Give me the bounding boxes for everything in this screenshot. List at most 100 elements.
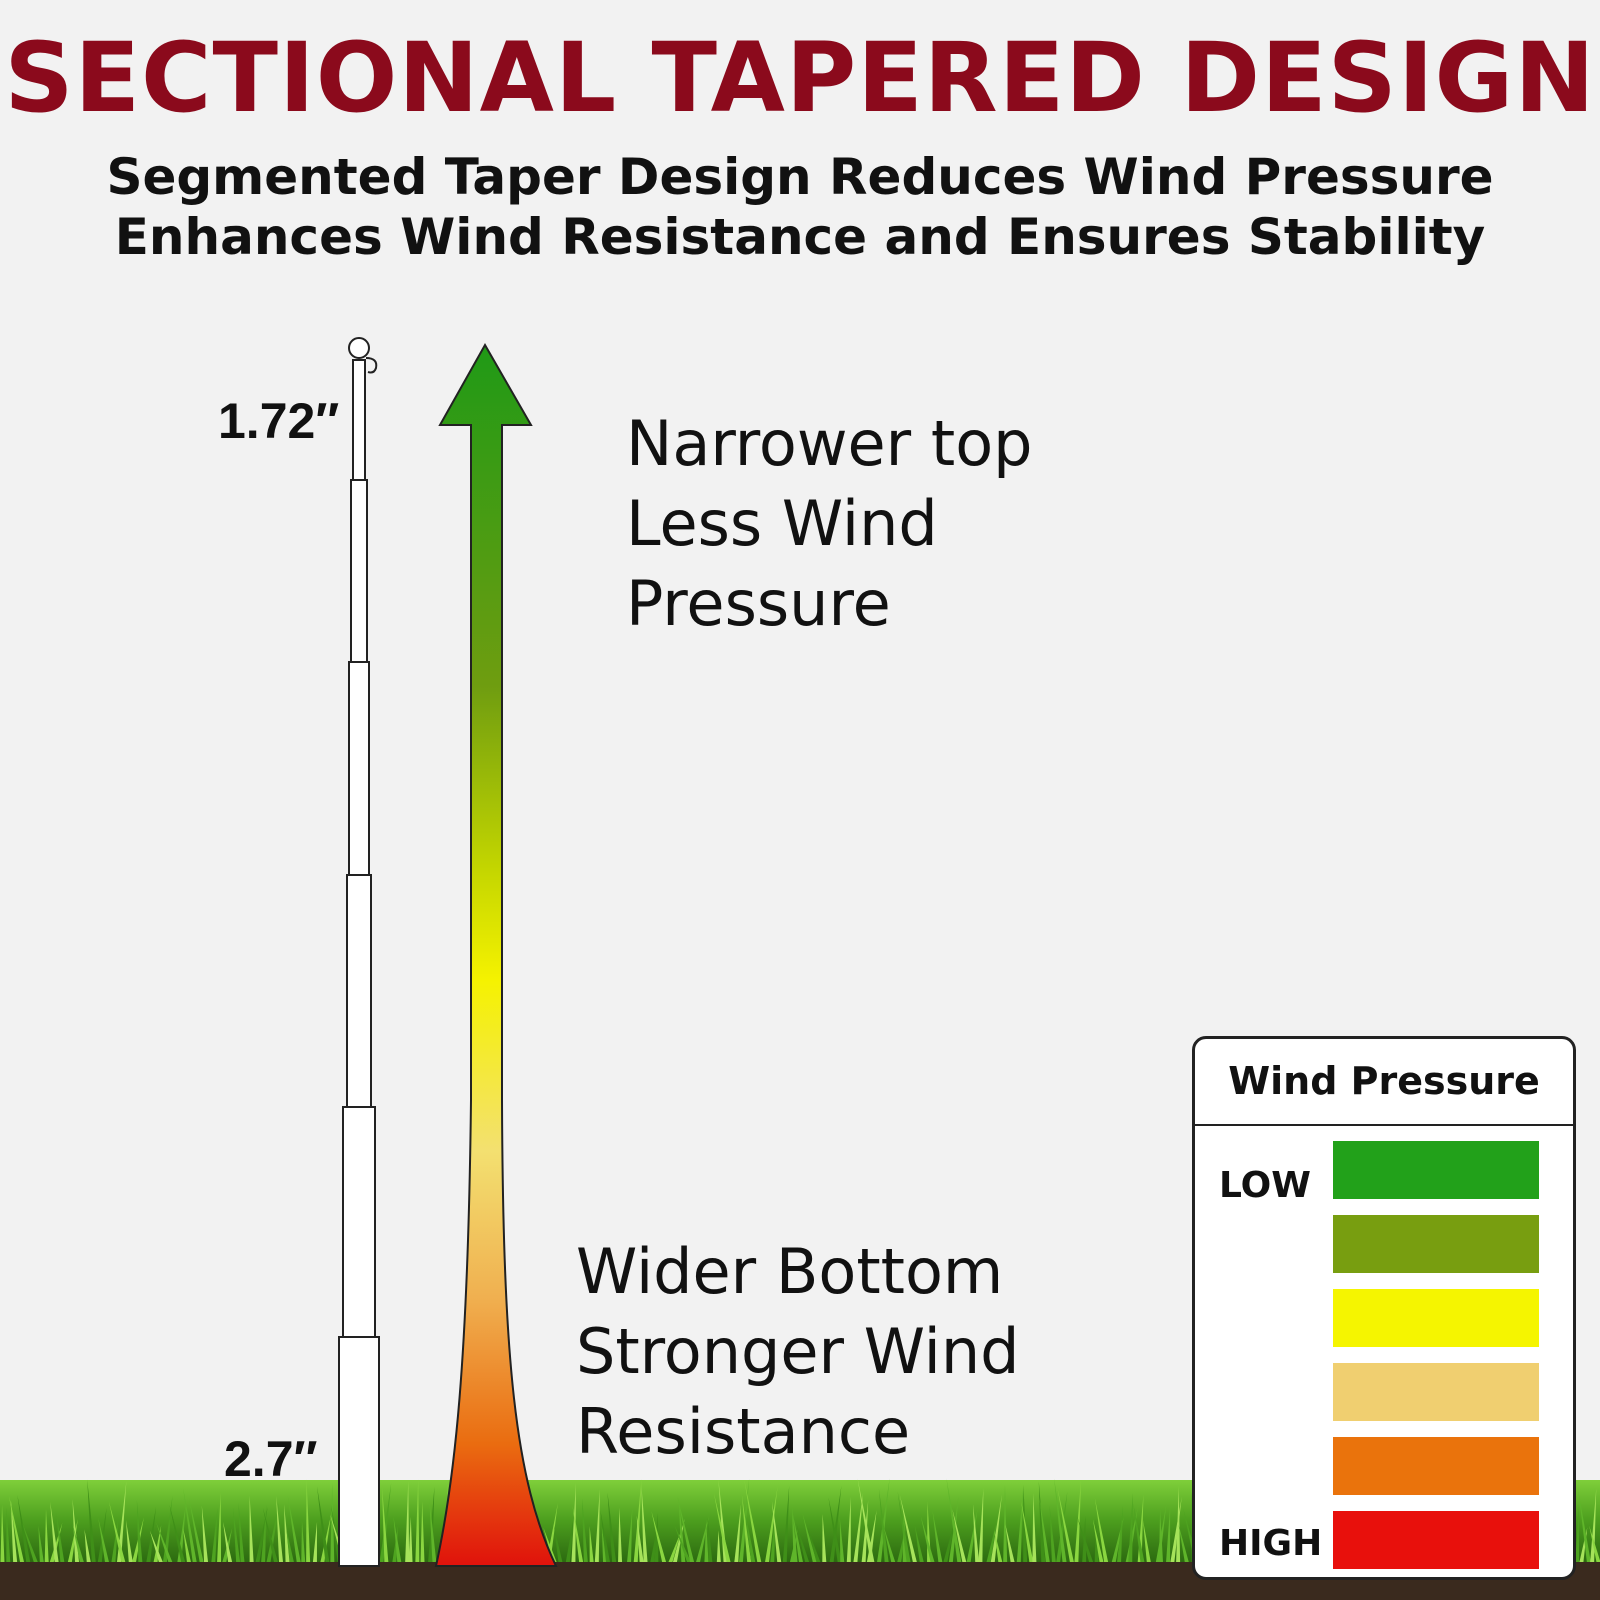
wind-pressure-legend: Wind Pressure LOW HIGH	[1192, 1036, 1576, 1580]
grass-blade	[607, 1492, 617, 1562]
subtitle-line-2: Enhances Wind Resistance and Ensures Sta…	[114, 208, 1486, 266]
grass-blade	[716, 1530, 721, 1562]
grass-blade	[807, 1528, 821, 1562]
grass-blade	[379, 1483, 392, 1562]
grass-blade	[1158, 1509, 1163, 1562]
bottom-callout-line-3: Resistance	[576, 1395, 911, 1468]
bottom-callout-line-1: Wider Bottom	[576, 1235, 1004, 1308]
grass-blade	[44, 1508, 49, 1562]
grass-blade	[108, 1501, 126, 1562]
grass-blade	[677, 1496, 695, 1562]
grass-blade	[839, 1518, 845, 1562]
grass-blade	[543, 1527, 557, 1562]
legend-swatch-6	[1333, 1511, 1539, 1569]
legend-swatch-4	[1333, 1363, 1539, 1421]
grass-blade	[582, 1498, 588, 1562]
grass-blade	[6, 1507, 11, 1562]
grass-blade	[276, 1496, 284, 1562]
grass-blade	[1005, 1524, 1015, 1562]
grass-blade	[946, 1478, 962, 1562]
grass-blade	[654, 1513, 659, 1562]
grass-blade	[861, 1500, 869, 1562]
grass-blade	[600, 1510, 611, 1562]
grass-blade	[156, 1522, 173, 1562]
top-callout-line-2: Less Wind	[626, 487, 938, 560]
grass-blade	[223, 1521, 233, 1562]
grass-blade	[857, 1478, 875, 1562]
grass-blade	[877, 1478, 890, 1562]
grass-blade	[899, 1495, 917, 1562]
grass-blade	[1092, 1519, 1104, 1562]
grass-blade	[0, 1505, 5, 1562]
grass-blade	[56, 1512, 65, 1562]
grass-blade	[828, 1497, 842, 1562]
grass-blade	[744, 1510, 756, 1562]
grass-blade	[1590, 1488, 1597, 1562]
grass-blade	[1142, 1519, 1151, 1562]
grass-blade	[255, 1506, 268, 1562]
grass-blade	[331, 1505, 342, 1562]
grass-blade	[1054, 1478, 1067, 1562]
bottom-callout: Wider Bottom Stronger Wind Resistance	[576, 1232, 1020, 1472]
grass-blade	[765, 1486, 778, 1562]
grass-blade	[1057, 1488, 1074, 1562]
grass-blade	[286, 1529, 294, 1562]
grass-blade	[704, 1519, 709, 1562]
grass-blade	[990, 1494, 1002, 1562]
grass-blade	[17, 1495, 31, 1562]
grass-blade	[1016, 1489, 1023, 1562]
grass-blade	[668, 1531, 681, 1562]
grass-blade	[633, 1478, 642, 1562]
legend-swatch-3	[1333, 1289, 1539, 1347]
grass-blade	[306, 1479, 311, 1562]
grass-blade	[713, 1493, 731, 1562]
grass-blade	[829, 1485, 842, 1562]
legend-swatch-5	[1333, 1437, 1539, 1495]
grass-blade	[22, 1522, 38, 1562]
grass-blade	[589, 1526, 594, 1562]
grass-blade	[707, 1518, 713, 1562]
grass-blade	[994, 1530, 1003, 1562]
grass-blade	[792, 1512, 803, 1562]
grass-blade	[846, 1496, 851, 1562]
grass-blade	[415, 1479, 420, 1562]
grass-blade	[312, 1521, 318, 1562]
grass-blade	[317, 1486, 330, 1562]
grass-blade	[674, 1524, 691, 1562]
grass-blade	[1133, 1503, 1145, 1562]
grass-blade	[329, 1513, 347, 1562]
grass-blade	[553, 1525, 563, 1562]
top-callout: Narrower top Less Wind Pressure	[626, 404, 1032, 644]
legend-swatch-2	[1333, 1215, 1539, 1273]
pole-section-2	[342, 1106, 376, 1338]
grass-blade	[87, 1479, 96, 1562]
grass-blade	[232, 1507, 241, 1562]
grass-blade	[1056, 1491, 1068, 1562]
grass-blade	[636, 1515, 644, 1562]
grass-blade	[641, 1484, 648, 1562]
grass-blade	[1575, 1506, 1580, 1562]
pole-section-5	[350, 479, 368, 663]
grass-blade	[72, 1524, 84, 1562]
grass-blade	[8, 1495, 24, 1562]
grass-blade	[249, 1495, 254, 1562]
grass-blade	[1032, 1493, 1037, 1562]
grass-blade	[50, 1501, 59, 1562]
grass-blade	[565, 1514, 575, 1562]
bottom-callout-line-2: Stronger Wind	[576, 1315, 1020, 1388]
grass-blade	[853, 1492, 864, 1562]
bottom-diameter-label: 2.7′′	[224, 1431, 318, 1487]
grass-blade	[822, 1513, 827, 1562]
pole-section-3	[346, 874, 372, 1108]
top-callout-line-1: Narrower top	[626, 407, 1033, 480]
grass-blade	[284, 1504, 290, 1562]
grass-blade	[262, 1507, 278, 1562]
grass-blade	[1178, 1524, 1189, 1562]
grass-blade	[183, 1488, 197, 1562]
grass-blade	[986, 1516, 998, 1562]
subtitle-line-1: Segmented Taper Design Reduces Wind Pres…	[106, 148, 1494, 206]
grass-blade	[651, 1511, 667, 1562]
grass-blade	[393, 1516, 402, 1562]
grass-blade	[744, 1479, 762, 1562]
grass-blade	[878, 1488, 889, 1562]
